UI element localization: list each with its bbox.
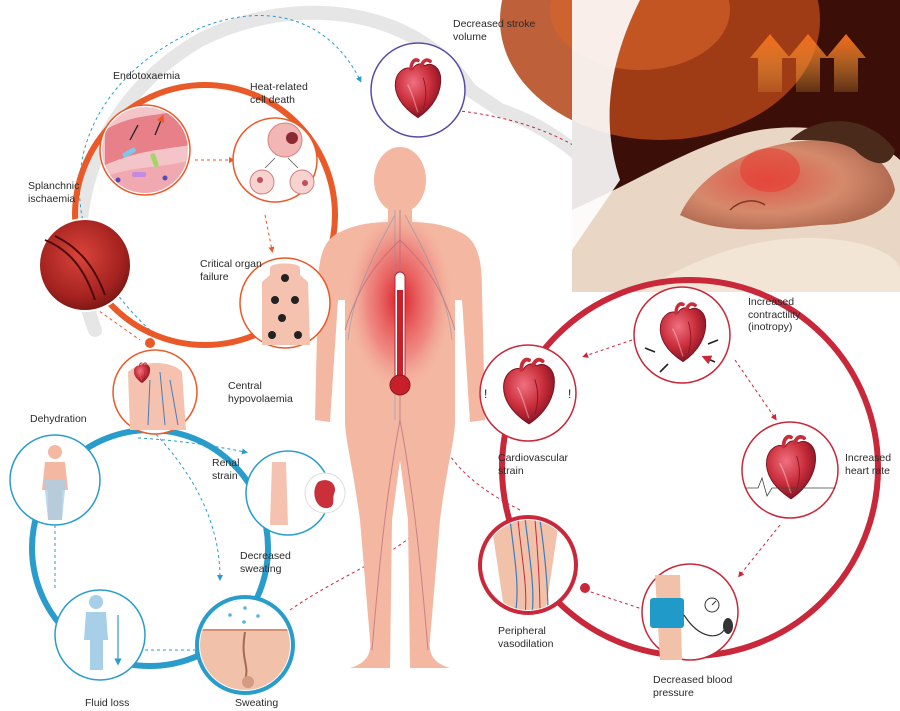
label-dehydration: Dehydration — [30, 413, 87, 425]
node-decreased-blood-pressure — [641, 563, 739, 661]
human-body-figure — [315, 147, 485, 668]
node-cardiovascular-strain: ! ! — [479, 344, 577, 442]
svg-text:!: ! — [568, 387, 571, 401]
label-fluid-loss: Fluid loss — [85, 697, 130, 709]
outer-grey-arc — [72, 5, 657, 337]
svg-text:!: ! — [484, 387, 487, 401]
outer-dashed-arrow — [79, 15, 362, 331]
node-sweating — [195, 595, 295, 695]
node-increased-contractility — [633, 286, 731, 384]
skull-icon — [268, 274, 302, 339]
node-fluid-loss — [54, 589, 146, 681]
orange-cycle-ring — [72, 82, 338, 348]
node-central-hypovolaemia — [112, 349, 198, 435]
label-sweating: Sweating — [235, 697, 279, 709]
heat-arrow-icon — [750, 34, 866, 92]
node-peripheral-vasodilation — [478, 515, 578, 615]
bacteria-icon — [102, 107, 188, 193]
node-heat-cell-death — [232, 117, 318, 203]
node-critical-organ-failure — [239, 257, 331, 349]
node-decreased-stroke-volume — [370, 42, 466, 138]
node-increased-heart-rate — [741, 421, 839, 519]
node-renal-strain — [245, 450, 346, 536]
node-endotoxaemia — [99, 104, 191, 196]
kidney-icon — [314, 480, 336, 509]
label-endotoxaemia: Endotoxaemia — [113, 70, 181, 82]
node-splanchnic-ischaemia — [38, 218, 132, 312]
node-dehydration — [9, 434, 101, 526]
blood-pressure-cuff-icon — [650, 597, 733, 637]
cell-icon — [249, 122, 315, 195]
thermometer-icon — [389, 271, 411, 396]
